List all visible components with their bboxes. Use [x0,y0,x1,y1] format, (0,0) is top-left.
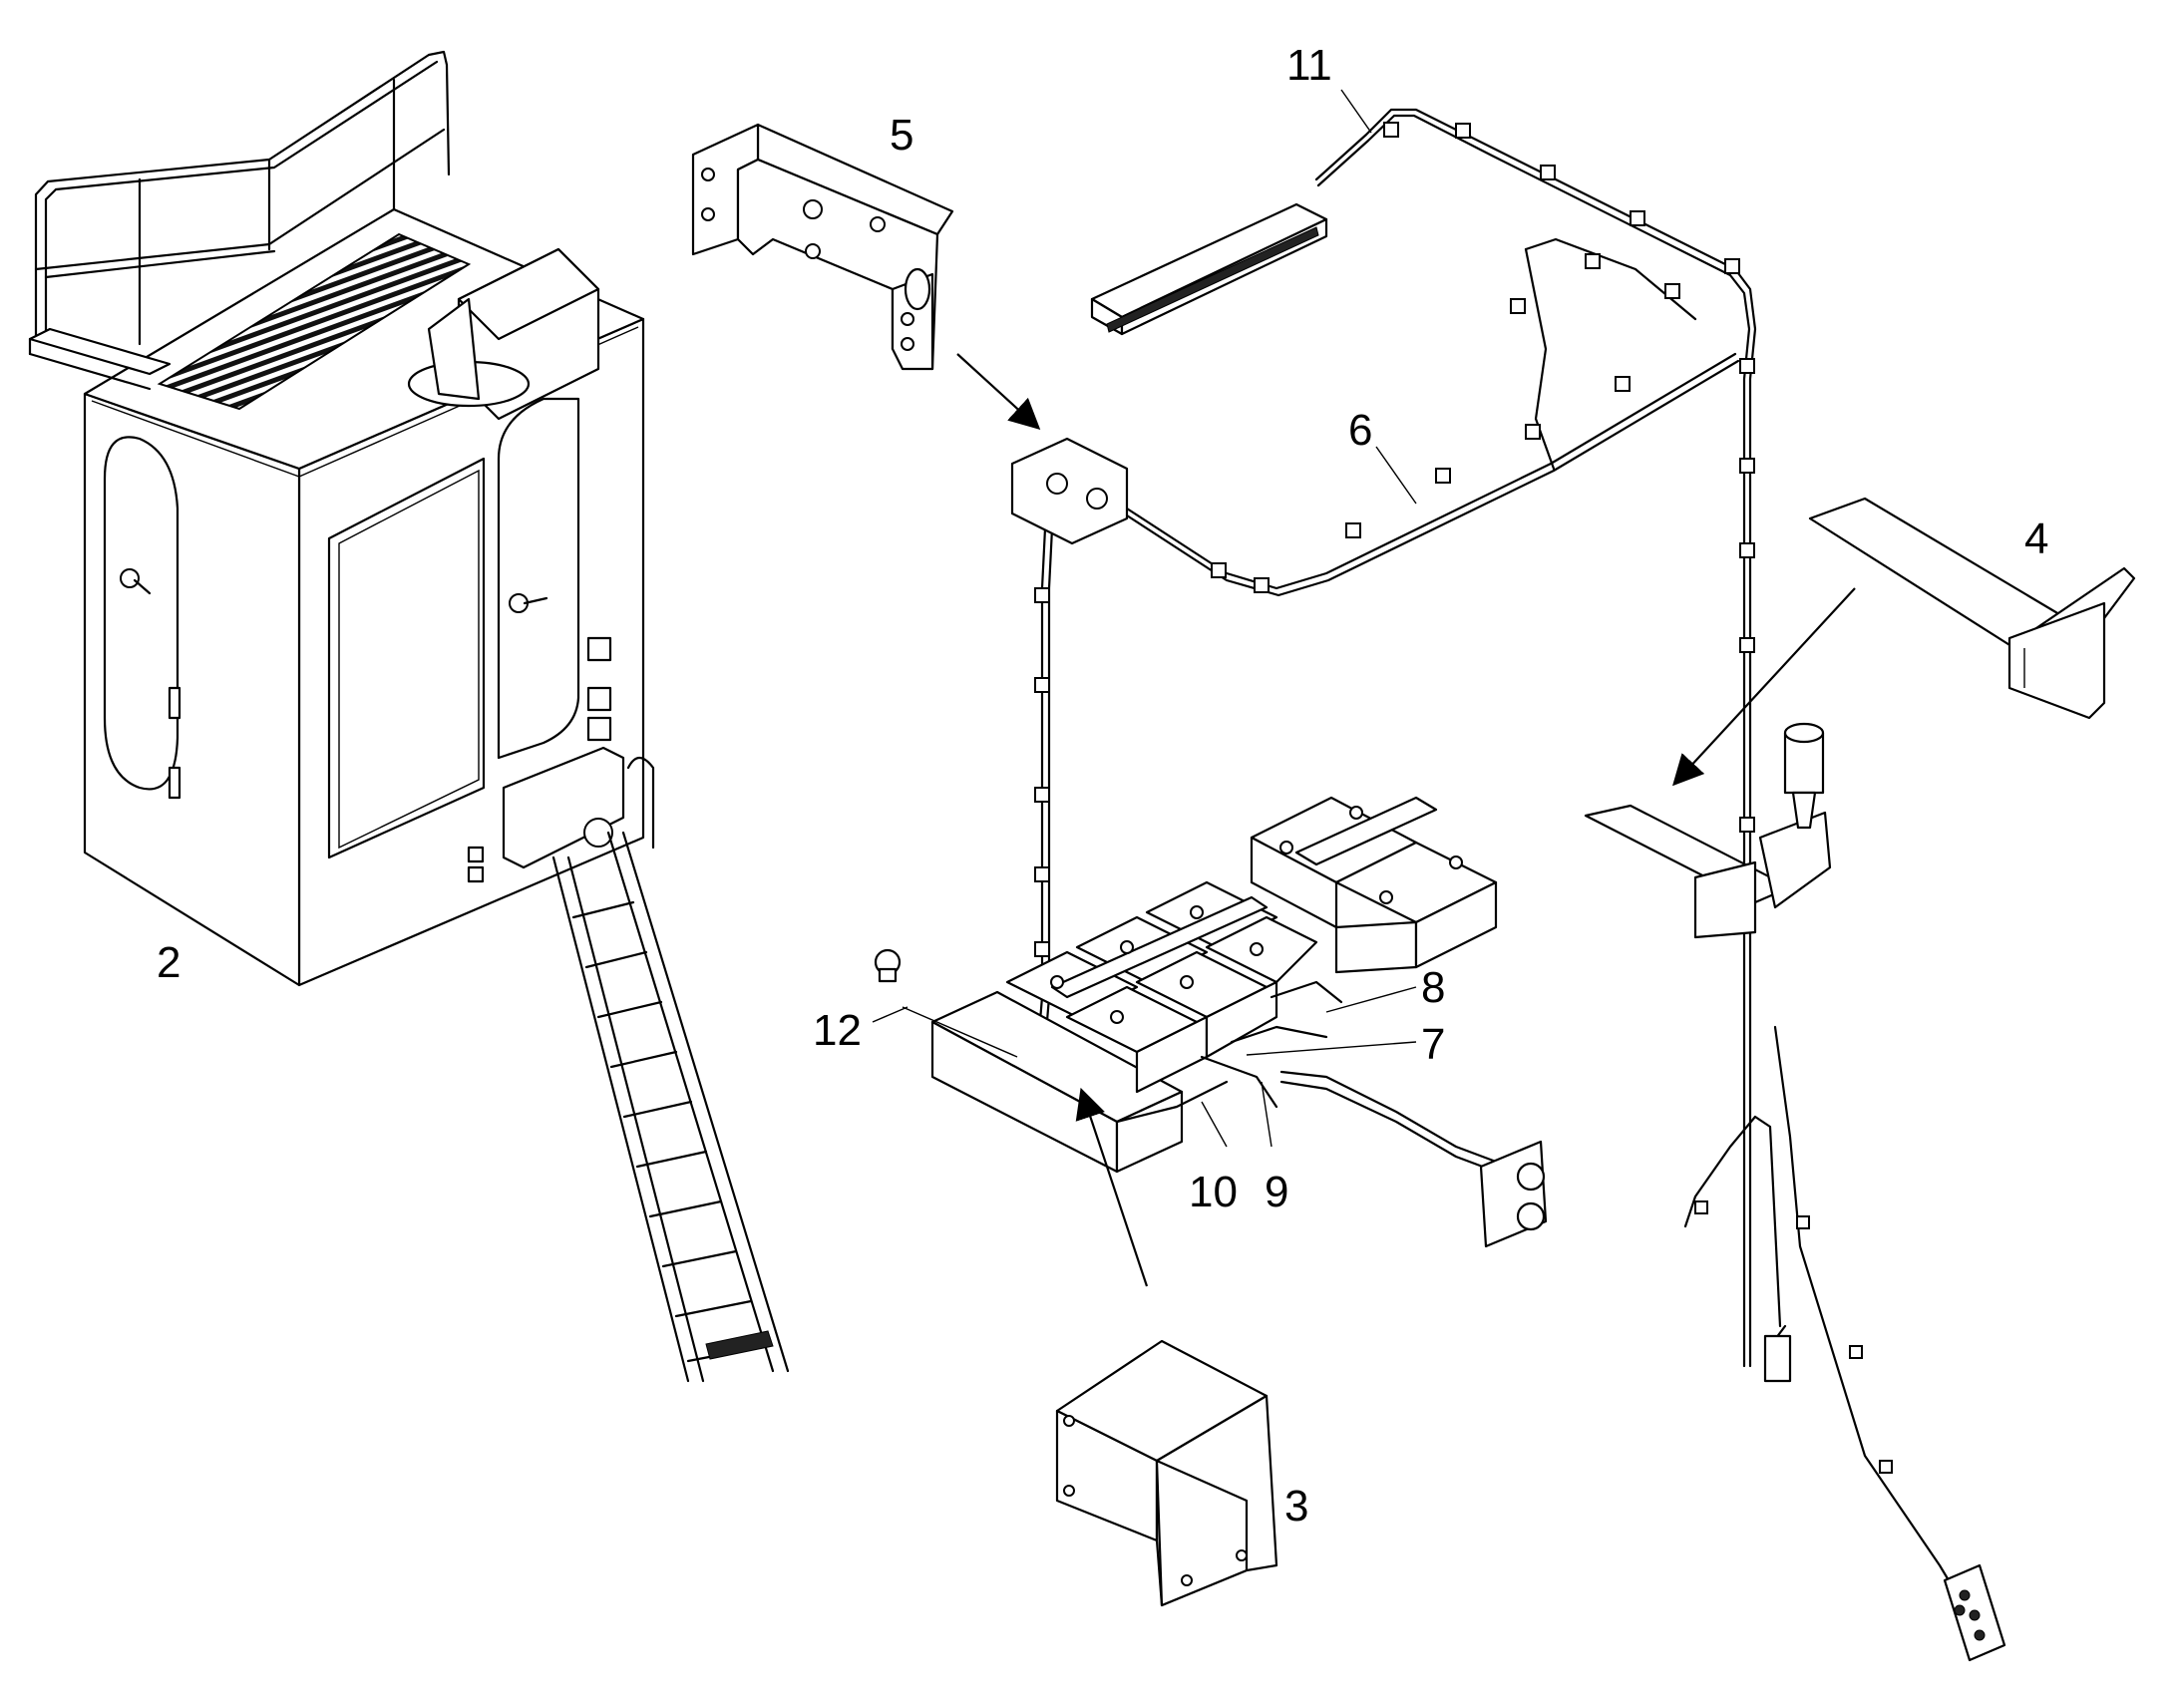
arrow-3 [1075,1087,1149,1287]
battery-box-assembly [874,880,1548,1248]
callout-10: 10 [1189,1168,1238,1216]
harness-clips [1034,122,1893,1474]
callout-4: 4 [2024,514,2048,563]
disconnect-switch-panel [1279,1070,1548,1248]
callout-11: 11 [1286,41,1332,90]
battery-cable-7 [1230,1025,1328,1044]
plug-part-12 [874,948,902,983]
mounting-plate-part-4 [1808,497,2136,720]
callout-5: 5 [890,111,913,160]
cabin-side-switches [467,636,612,883]
battery-terminals [1050,905,1264,1024]
air-conditioner-unit [407,247,600,421]
arrow-5 [956,353,1041,430]
pendant-control [1943,1563,2006,1662]
light-bar-part-11 [1090,202,1328,336]
callout-labels: 2 3 4 5 6 7 8 9 10 11 12 [157,41,2048,1531]
loose-batteries [1250,796,1498,974]
ladder-mount-bracket [502,746,625,869]
callout-2: 2 [157,938,181,987]
battery-cable-9 [1200,1055,1278,1109]
battery-cable-10 [1115,1080,1229,1124]
callout-8: 8 [1421,963,1445,1012]
cabin-right-door [497,397,580,760]
wire-harness-part-6 [1010,108,2006,1662]
harness-tag [1763,1334,1792,1383]
callout-9: 9 [1265,1168,1288,1216]
callout-7: 7 [1421,1020,1445,1069]
cabin-assembly [28,50,645,987]
battery-cable-8 [1270,980,1343,1004]
callout-6: 6 [1348,406,1372,455]
bracket-part-5 [691,123,954,371]
cover-part-3 [1055,1339,1278,1607]
arrow-4 [1672,587,1856,787]
cabin-front-panel [327,457,486,859]
roof-grille [157,232,472,411]
roof-guard-rail [28,50,451,391]
harness-junction-box [1010,437,1129,545]
beacon-bracket [1584,722,1832,939]
callout-12: 12 [813,1006,862,1055]
callout-3: 3 [1284,1482,1308,1531]
cabin-left-door [103,436,182,800]
leader-lines [872,89,1417,1148]
ladder-rungs [571,900,768,1363]
access-ladder [551,756,790,1383]
